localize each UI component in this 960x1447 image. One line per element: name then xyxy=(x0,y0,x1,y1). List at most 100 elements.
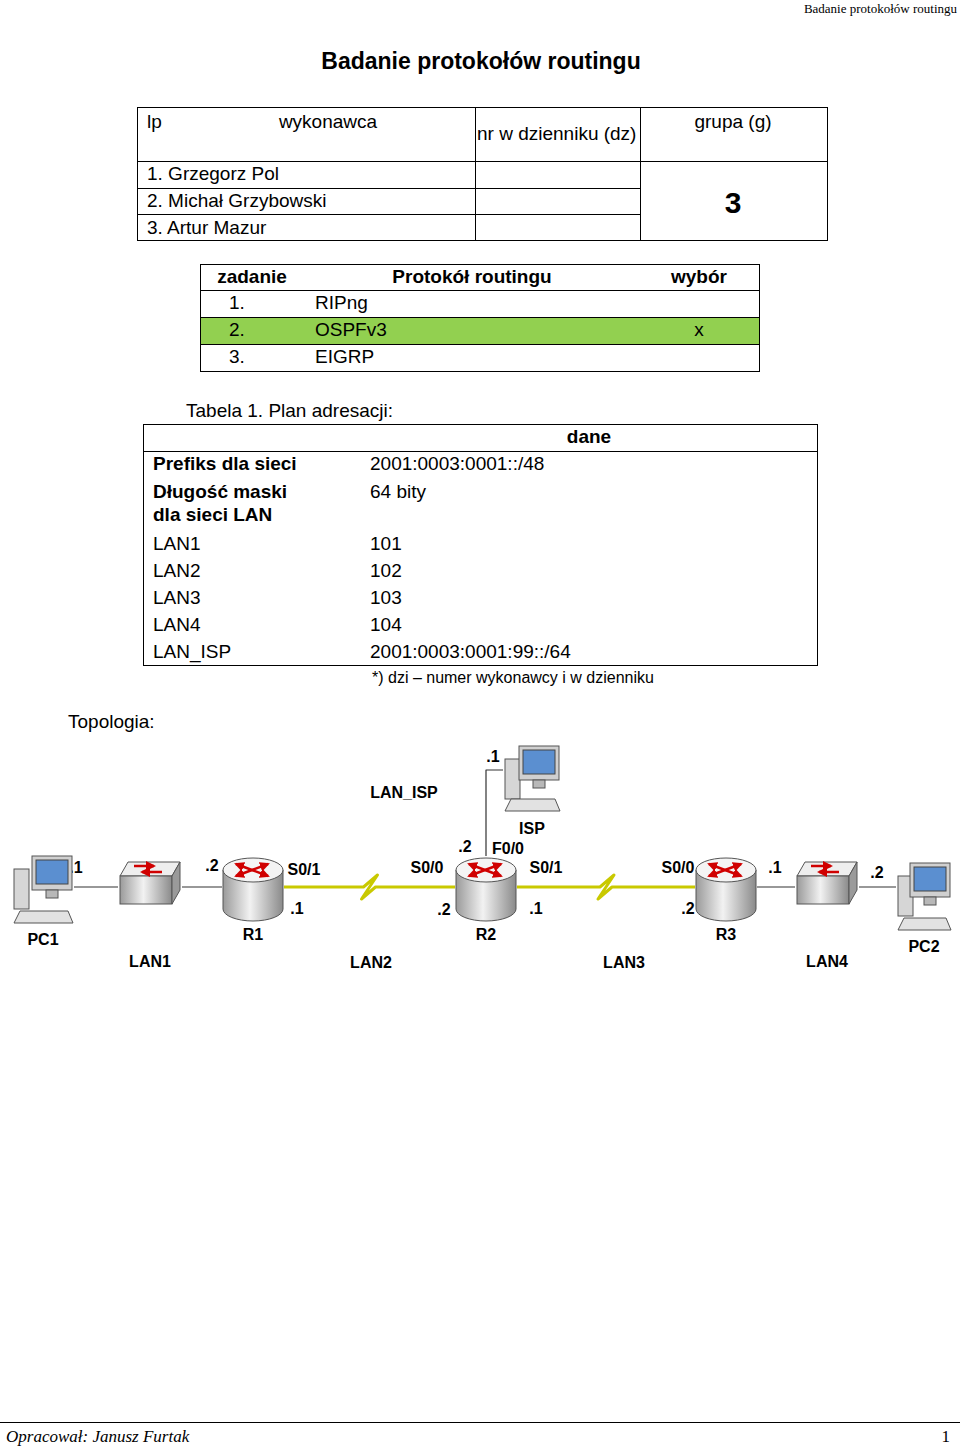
interface-address: .2 xyxy=(680,899,695,918)
interface-name: S0/0 xyxy=(410,858,445,877)
pc-keyboard xyxy=(505,799,560,811)
computer: ISP xyxy=(503,745,561,838)
table-cell: 3 xyxy=(725,185,742,221)
table-cell: EIGRP xyxy=(315,346,374,369)
table-rule xyxy=(640,107,641,241)
table-header: grupa (g) xyxy=(694,111,771,134)
table-cell: 103 xyxy=(370,587,402,610)
pc-stand xyxy=(533,780,545,788)
pc-tower xyxy=(14,869,29,909)
router: R3 xyxy=(695,856,757,944)
interface-address: .1 xyxy=(485,747,500,766)
section-label: Topologia: xyxy=(68,711,155,734)
table-header: lp xyxy=(147,111,162,134)
ethernet-link xyxy=(182,886,222,887)
table-rule xyxy=(137,188,640,189)
device-icon xyxy=(503,745,561,815)
table-rule xyxy=(200,317,760,318)
table-cell: LAN3 xyxy=(153,587,201,610)
pc-stand xyxy=(46,890,58,898)
router-arrow xyxy=(236,864,252,870)
serial-link xyxy=(517,875,695,899)
device-label: LAN4 xyxy=(805,953,849,971)
table-cell: 3. xyxy=(229,346,245,369)
table-rule xyxy=(143,451,818,452)
table-cell: 2. xyxy=(229,319,245,342)
switch-arrow xyxy=(134,865,154,868)
table-cell: RIPng xyxy=(315,292,368,315)
computer: PC2 xyxy=(896,862,952,956)
pc-stand xyxy=(924,897,936,905)
router: R1 xyxy=(222,856,284,944)
pc-monitor xyxy=(910,863,950,897)
table-cell: 104 xyxy=(370,614,402,637)
router-arrow xyxy=(252,870,268,876)
table-rule xyxy=(137,214,640,215)
table-cell: 102 xyxy=(370,560,402,583)
computer: PC1 xyxy=(12,855,74,949)
pc-keyboard xyxy=(898,918,951,930)
device-icon xyxy=(118,860,182,906)
table-header: wykonawca xyxy=(279,111,377,134)
device-label: LAN1 xyxy=(128,953,172,971)
pc-screen xyxy=(523,750,555,774)
device-icon xyxy=(695,856,757,926)
interface-address: .1 xyxy=(767,858,782,877)
switch-side xyxy=(172,862,180,904)
switch-top xyxy=(120,862,180,876)
table-rule xyxy=(137,161,828,162)
router-arrow xyxy=(236,870,252,876)
device-label: ISP xyxy=(518,820,546,838)
router-arrow xyxy=(469,870,485,876)
table-border xyxy=(138,108,828,241)
selected-row xyxy=(201,318,760,344)
table-cell: 2001:0003:0001:99::/64 xyxy=(370,641,571,664)
page-number: 1 xyxy=(942,1427,951,1447)
router-top xyxy=(696,858,756,882)
pc-screen xyxy=(36,860,68,884)
interface-address: .1 xyxy=(289,899,304,918)
switch-arrow xyxy=(811,865,831,868)
footnote: *) dzi – numer wykonawcy i w dzienniku xyxy=(372,668,654,687)
router: R2 xyxy=(455,856,517,944)
table-grid xyxy=(137,107,828,241)
interface-address: .1 xyxy=(528,899,543,918)
table-cell: 1. xyxy=(229,292,245,315)
interface-address: .2 xyxy=(436,900,451,919)
table-cell: 3. Artur Mazur xyxy=(147,217,266,240)
switch: LAN1 xyxy=(118,860,182,971)
pc-monitor xyxy=(32,856,72,890)
router-arrow xyxy=(725,864,741,870)
page-title: Badanie protokołów routingu xyxy=(321,48,640,76)
interface-address: .2 xyxy=(457,837,472,856)
table-caption: Tabela 1. Plan adresacji: xyxy=(186,400,393,423)
network-name: LAN3 xyxy=(602,953,646,972)
switch-arrow xyxy=(819,871,839,874)
switch-arrow xyxy=(142,871,162,874)
interface-name: S0/0 xyxy=(661,858,696,877)
switch-front xyxy=(120,876,172,904)
table-cell: 2001:0003:0001::/48 xyxy=(370,453,544,476)
interface-name: S0/1 xyxy=(287,860,322,879)
router-top xyxy=(223,858,283,882)
table-border xyxy=(201,265,760,372)
device-label: R3 xyxy=(715,926,737,944)
device-label: R1 xyxy=(242,926,264,944)
router-arrow xyxy=(252,864,268,870)
ethernet-link xyxy=(757,886,795,887)
router-arrow xyxy=(725,870,741,876)
table-header: Protokół routingu xyxy=(392,266,551,289)
pc-keyboard xyxy=(14,911,73,923)
switch-side xyxy=(849,862,857,904)
table-header: zadanie xyxy=(217,266,287,289)
table-cell: 64 bity xyxy=(370,481,426,504)
table-header: wybór xyxy=(671,266,727,289)
ethernet-link xyxy=(859,886,896,887)
table-cell: 1. Grzegorz Pol xyxy=(147,163,279,186)
table-cell: 101 xyxy=(370,533,402,556)
table-cell: Prefiks dla sieci xyxy=(153,453,297,476)
table-cell: x xyxy=(694,319,704,342)
network-name: LAN_ISP xyxy=(369,783,439,802)
router-arrow xyxy=(469,864,485,870)
